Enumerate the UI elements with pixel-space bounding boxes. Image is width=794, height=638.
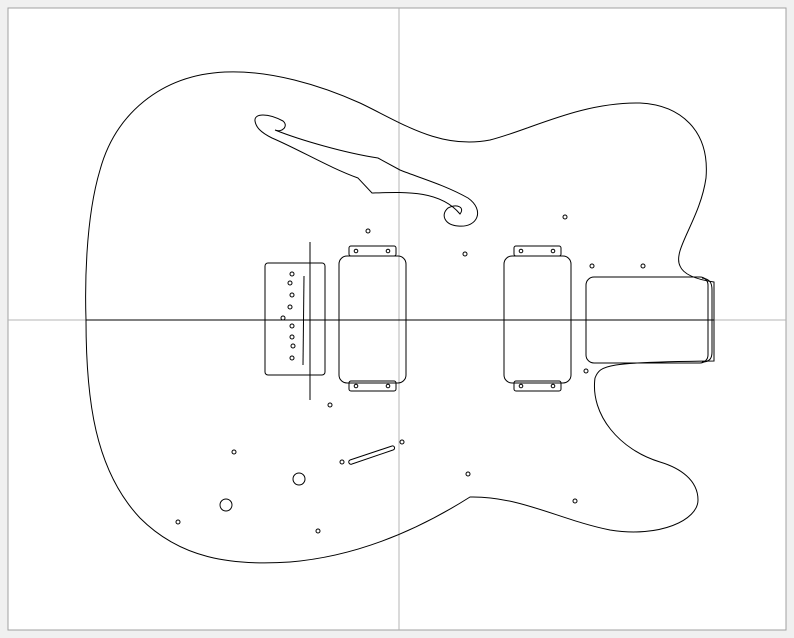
string-through-holes — [280, 271, 296, 361]
f-hole — [254, 114, 479, 227]
drawing-sheet — [7, 7, 787, 631]
selector-slot — [348, 445, 395, 465]
control-hole-medium — [292, 472, 306, 486]
bridge-plate — [264, 262, 326, 376]
body-outline — [85, 71, 715, 564]
screw-holes — [175, 214, 646, 534]
control-hole-large — [219, 498, 233, 512]
